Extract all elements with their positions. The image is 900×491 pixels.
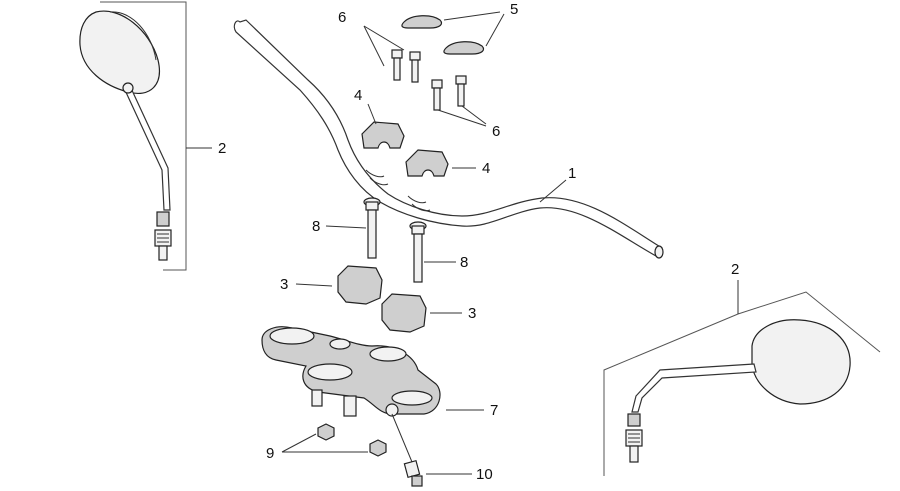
nut-right <box>369 439 387 457</box>
label-clamp-right: 4 <box>482 160 490 177</box>
label-nuts: 9 <box>266 445 274 462</box>
pads <box>401 15 485 55</box>
label-riser-right: 3 <box>468 305 476 322</box>
left-mirror-assembly <box>79 1 187 271</box>
label-clamp-left: 4 <box>354 87 362 104</box>
riser-lower-right[interactable] <box>381 293 427 333</box>
handlebar[interactable] <box>233 19 664 259</box>
screw-d <box>457 83 465 107</box>
screw-b <box>411 59 419 83</box>
screw-c <box>433 87 441 111</box>
clamp-upper-right[interactable] <box>405 149 449 177</box>
screw-a <box>393 57 401 81</box>
right-mirror-assembly <box>603 280 881 476</box>
clamp-upper-left[interactable] <box>361 121 405 149</box>
nut-left <box>317 423 335 441</box>
bolt-left <box>367 209 377 259</box>
label-riser-left: 3 <box>280 276 288 293</box>
triple-clamp[interactable] <box>261 326 441 417</box>
upper-clamps <box>361 121 449 177</box>
label-mirror-right: 2 <box>731 261 739 278</box>
label-mirror-left: 2 <box>218 140 226 157</box>
pad-lower <box>443 41 485 55</box>
right-mirror-head[interactable] <box>751 319 851 405</box>
left-mirror-stem <box>123 85 171 211</box>
lower-risers <box>337 265 427 333</box>
label-triple-clamp: 7 <box>490 402 498 419</box>
bolt-right <box>413 233 423 283</box>
pad-upper <box>401 15 443 29</box>
label-screws-right: 6 <box>492 123 500 140</box>
label-pad: 5 <box>510 1 518 18</box>
riser-lower-left[interactable] <box>337 265 383 305</box>
pinch-bolt <box>391 413 423 487</box>
right-mirror-nut <box>627 413 641 427</box>
label-screws-left: 6 <box>338 9 346 26</box>
upper-screws <box>391 49 467 111</box>
label-pinch-bolt: 10 <box>476 466 493 483</box>
nuts <box>317 423 387 457</box>
right-mirror-stem <box>631 363 757 413</box>
left-mirror-frame <box>100 1 187 271</box>
label-handlebar: 1 <box>568 165 576 182</box>
left-mirror-head[interactable] <box>79 10 160 94</box>
left-mirror-nut <box>156 211 170 227</box>
label-bolt-right: 8 <box>460 254 468 271</box>
long-bolts <box>363 197 427 283</box>
label-bolt-left: 8 <box>312 218 320 235</box>
